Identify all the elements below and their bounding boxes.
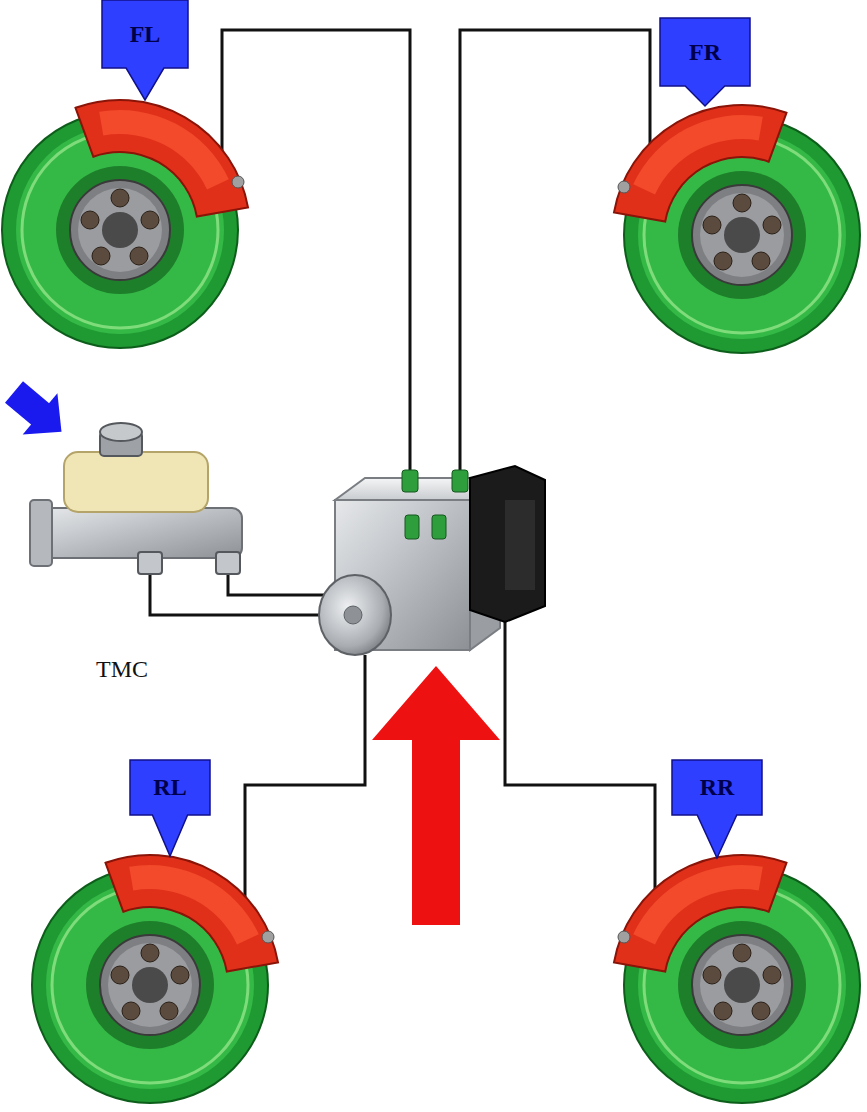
tag-outline xyxy=(660,18,750,106)
brake-line xyxy=(215,30,410,482)
valve-port xyxy=(405,515,419,539)
cylinder-body xyxy=(38,508,242,558)
pump-motor xyxy=(319,575,391,655)
wheel-label: FL xyxy=(102,0,188,68)
wheel-label: FR xyxy=(660,18,750,86)
wheel-label: RL xyxy=(130,760,210,815)
brake-assembly xyxy=(614,105,860,353)
cylinder-flange xyxy=(30,500,52,566)
direction-arrow xyxy=(372,666,500,925)
brake-line xyxy=(460,30,650,482)
brake-line xyxy=(245,655,365,900)
tag-outline xyxy=(672,760,762,858)
arrow-head xyxy=(23,393,79,452)
wheel-tag: FL xyxy=(102,0,188,100)
valve-port xyxy=(402,470,418,492)
motor-shaft xyxy=(344,606,362,624)
tag-shape xyxy=(102,0,188,100)
valve-port xyxy=(432,515,446,539)
brake-line xyxy=(228,572,335,595)
tag-outline xyxy=(102,0,188,100)
brake-line xyxy=(150,572,335,615)
valve-port xyxy=(452,470,468,492)
fluid-reservoir xyxy=(64,452,208,512)
ecu-connector xyxy=(470,466,545,622)
outlet-port xyxy=(138,552,162,574)
wheel-tag: RL xyxy=(130,760,210,856)
brake-assembly xyxy=(614,855,860,1103)
brake-assembly xyxy=(32,855,278,1103)
wheel-label: RR xyxy=(672,760,762,815)
part-label: TMC xyxy=(96,656,148,683)
wheel-tag: FR xyxy=(660,18,750,106)
ecu-plug xyxy=(505,500,535,590)
cap-top xyxy=(100,423,142,441)
wheel-tag: RR xyxy=(672,760,762,858)
tag-outline xyxy=(130,760,210,856)
outlet-port xyxy=(216,552,240,574)
pedal-arrow xyxy=(0,371,79,452)
master-cylinder xyxy=(30,423,242,574)
abs-unit xyxy=(319,466,545,655)
brake-assembly xyxy=(2,100,248,348)
brake-line xyxy=(505,600,655,900)
